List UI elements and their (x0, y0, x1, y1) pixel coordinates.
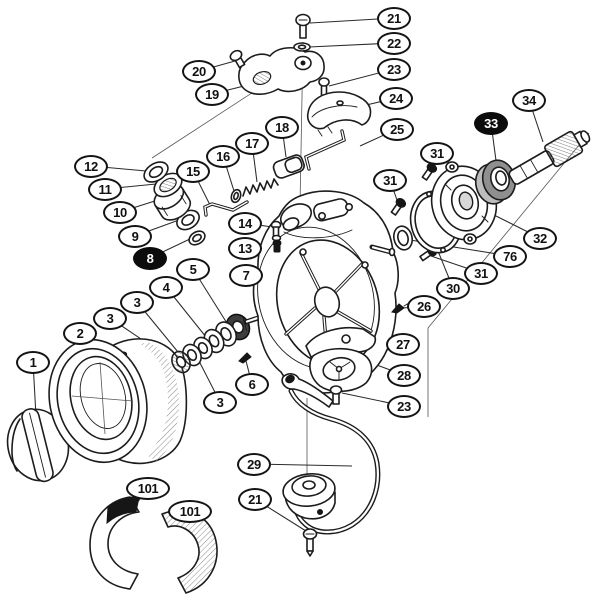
part-balloon-22: 22 (377, 31, 411, 55)
part-balloon-31: 31 (420, 141, 454, 165)
worm-shaft-34-drawing (508, 130, 591, 185)
part-balloon-9: 9 (118, 224, 152, 248)
part-balloon-8: 8 (133, 246, 167, 270)
part-balloon-20: 20 (182, 59, 216, 83)
bail-arm-lever-drawing (281, 373, 334, 408)
part-balloon-7: 7 (229, 263, 263, 287)
part-balloon-6: 6 (235, 372, 269, 396)
part-balloon-23: 23 (387, 394, 421, 418)
part-balloon-1: 1 (16, 350, 50, 374)
part-balloon-26: 26 (407, 294, 441, 318)
part-balloon-3: 3 (203, 390, 237, 414)
click-spring-17-drawing (242, 178, 279, 197)
part-balloon-2: 2 (63, 321, 97, 345)
bail-guide-25-drawing (304, 129, 346, 171)
bail-screw-23-drawing (329, 385, 343, 405)
part-balloon-33: 33 (474, 111, 508, 135)
rotor-screw-31a-drawing (421, 163, 438, 181)
part-balloon-16: 16 (206, 144, 240, 168)
part-balloon-15: 15 (176, 159, 210, 183)
body-screw-13-drawing (272, 239, 282, 253)
part-balloon-24: 24 (379, 86, 413, 110)
handle-arm-19-drawing (238, 47, 325, 95)
click-block-18-drawing (272, 154, 305, 179)
bearing-33-drawing (474, 159, 517, 205)
part-balloon-3: 3 (93, 306, 127, 330)
part-balloon-31: 31 (464, 261, 498, 285)
part-balloon-32: 32 (523, 226, 557, 250)
spool-ring-101-left-drawing (89, 496, 140, 590)
part-balloon-101: 101 (168, 499, 212, 523)
arm-screw-20-drawing (229, 49, 246, 69)
roller-screw-21-drawing (302, 528, 318, 557)
part-balloon-4: 4 (149, 275, 183, 299)
part-balloon-12: 12 (74, 154, 108, 178)
rotor-body-drawing (252, 190, 399, 394)
part-balloon-19: 19 (195, 82, 229, 106)
part-balloon-30: 30 (436, 276, 470, 300)
drag-washer-stack-drawing (171, 313, 251, 374)
part-balloon-76: 76 (493, 244, 527, 268)
rotor-cover-24-drawing (306, 91, 372, 137)
drag-knob-drawing (6, 408, 70, 483)
part-balloon-14: 14 (228, 211, 262, 235)
retainer-clip-6-drawing (238, 352, 252, 364)
part-balloon-13: 13 (228, 236, 262, 260)
spool-ring-101-right-drawing (161, 509, 218, 594)
line-roller-29-drawing (282, 473, 336, 520)
handle-screw-21-drawing (295, 13, 311, 39)
bail-crank-28-drawing (309, 347, 373, 393)
drag-ring-stack-drawing (143, 161, 206, 246)
part-balloon-101: 101 (126, 476, 170, 500)
rotor-screw-31b-drawing (390, 198, 407, 216)
part-balloon-27: 27 (386, 332, 420, 356)
part-balloon-23: 23 (377, 57, 411, 81)
part-balloon-25: 25 (380, 117, 414, 141)
part-balloon-21: 21 (238, 487, 272, 511)
click-rod-15-drawing (203, 200, 249, 217)
spool-drawing (48, 338, 188, 465)
bail-wire-drawing (288, 388, 381, 535)
part-balloon-31: 31 (373, 168, 407, 192)
part-balloon-28: 28 (387, 363, 421, 387)
part-balloon-34: 34 (512, 88, 546, 112)
part-balloon-17: 17 (235, 131, 269, 155)
part-balloon-21: 21 (377, 6, 411, 30)
part-balloon-18: 18 (265, 115, 299, 139)
click-washer-16-drawing (230, 188, 242, 204)
part-balloon-5: 5 (176, 257, 210, 281)
washer-76-drawing (392, 225, 414, 251)
part-balloon-10: 10 (103, 200, 137, 224)
part-balloon-3: 3 (120, 290, 154, 314)
handle-washer-22-drawing (293, 42, 311, 52)
part-balloon-29: 29 (237, 452, 271, 476)
part-balloon-11: 11 (88, 177, 122, 201)
